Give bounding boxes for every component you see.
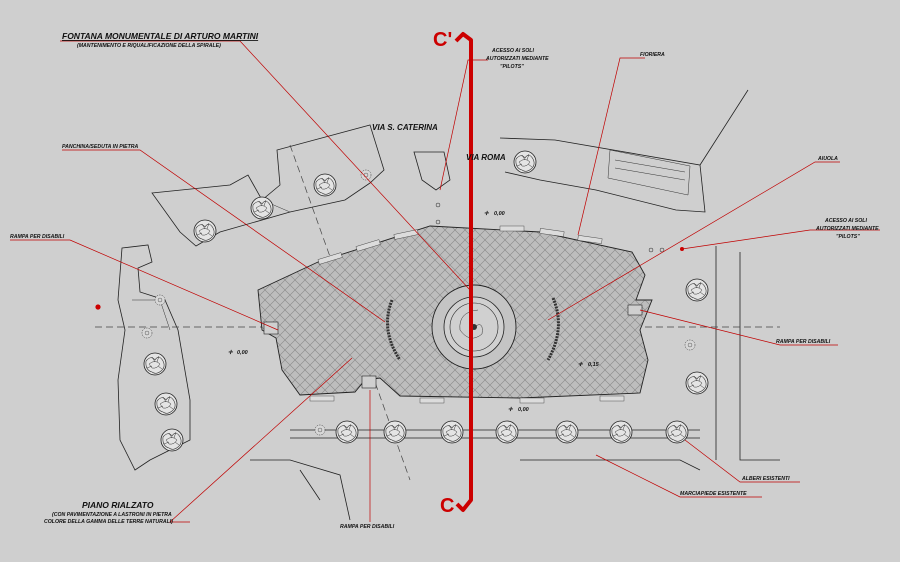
label-access-right-2: AUTORIZZATI MEDIANTE: [815, 226, 879, 232]
svg-text:✛: ✛: [508, 406, 514, 413]
label-ramp-right: RAMPA PER DISABILI: [776, 339, 831, 345]
street-via-roma: VIA ROMA: [466, 153, 506, 162]
level-left: 0,00: [237, 350, 248, 356]
svg-text:✛: ✛: [228, 349, 234, 356]
street-via-caterina: VIA S. CATERINA: [372, 123, 438, 132]
level-bottom: 0,00: [518, 407, 529, 413]
section-mark-bottom: C: [440, 495, 454, 517]
label-flowerbed: AIUOLA: [817, 156, 838, 162]
label-raised-sub1: (CON PAVIMENTAZIONE A LASTRONI IN PIETRA: [52, 512, 172, 518]
level-markers: ✛ 0,00 ✛ 0,00 ✛ 0,15 ✛ 0,00: [228, 210, 600, 413]
label-ramp-bottom: RAMPA PER DISABILI: [340, 524, 395, 530]
label-raised-title: PIANO RIALZATO: [82, 500, 154, 510]
label-access-right-3: "PILOTS": [836, 234, 860, 240]
label-existing-trees: ALBERI ESISTENTI: [741, 476, 790, 482]
label-access-top-3: "PILOTS": [500, 64, 524, 70]
label-sidewalk: MARCIAPIEDE ESISTENTE: [680, 491, 747, 497]
label-fountain-title: FONTANA MONUMENTALE DI ARTURO MARTINI: [62, 31, 259, 41]
label-access-top-2: AUTORIZZATI MEDIANTE: [485, 56, 549, 62]
label-planter: FIORIERA: [640, 52, 665, 58]
label-access-right-1: ACESSO AI SOLI: [824, 218, 867, 224]
svg-text:✛: ✛: [578, 361, 584, 368]
red-marker-left: [95, 304, 101, 310]
section-line: [454, 32, 473, 512]
level-right: 0,15: [588, 362, 600, 368]
leader-lines: [10, 40, 880, 523]
context-outlines: [117, 89, 780, 521]
label-access-top-1: ACESSO AI SOLI: [491, 48, 534, 54]
svg-text:✛: ✛: [484, 210, 490, 217]
pilot-posts: [435, 202, 665, 253]
fountain: [431, 284, 517, 370]
label-bench: PANCHINA/SEDUTA IN PIETRA: [62, 144, 139, 150]
section-mark-top: C': [433, 29, 452, 51]
label-fountain-sub: (MANTENIMENTO E RIQUALIFICAZIONE DELLA S…: [77, 43, 221, 49]
label-ramp-left: RAMPA PER DISABILI: [10, 234, 65, 240]
label-raised-sub2: COLORE DELLA GAMMA DELLE TERRE NATURALI): [44, 519, 173, 525]
level-top: 0,00: [494, 211, 505, 217]
